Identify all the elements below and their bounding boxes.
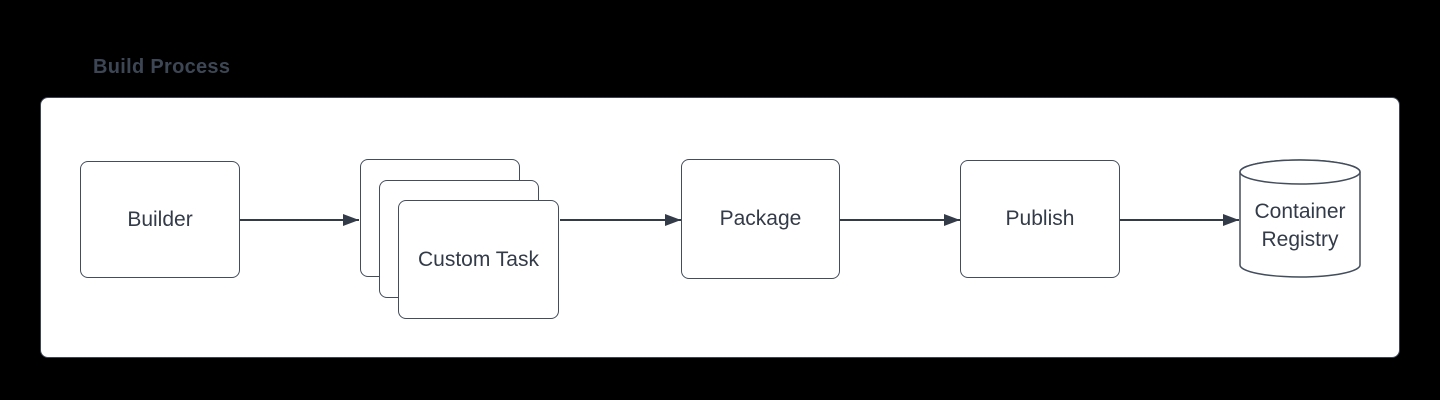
node-container-registry[interactable] bbox=[1239, 159, 1361, 278]
node-package[interactable]: Package bbox=[681, 159, 840, 279]
node-package-label: Package bbox=[719, 207, 802, 230]
node-builder-label: Builder bbox=[127, 207, 193, 231]
cylinder-top-ellipse bbox=[1239, 159, 1361, 185]
node-publish-label: Publish bbox=[1005, 207, 1075, 230]
node-custom-task-label: Custom Task bbox=[418, 247, 539, 271]
node-container-registry-label: Container Registry bbox=[1254, 200, 1346, 251]
node-builder[interactable]: Builder bbox=[80, 161, 240, 278]
node-custom-task[interactable]: Custom Task bbox=[398, 200, 559, 319]
node-publish[interactable]: Publish bbox=[960, 160, 1120, 278]
page-title: Build Process bbox=[93, 56, 231, 78]
